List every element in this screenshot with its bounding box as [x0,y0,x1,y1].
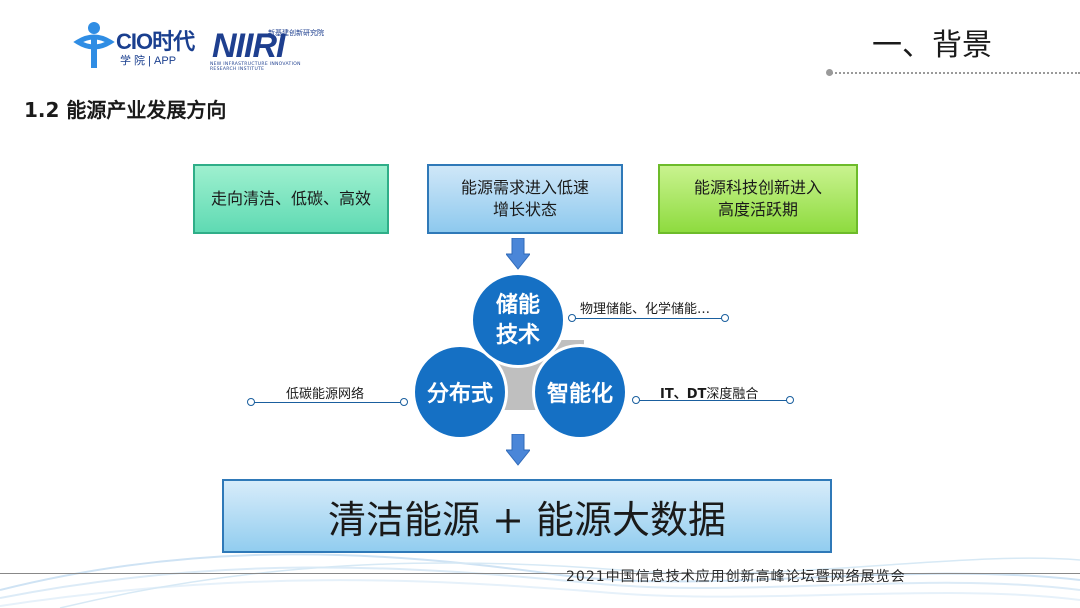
result-label: 清洁能源 + 能源大数据 [328,497,726,542]
annotation-distributed: 低碳能源网络 [286,387,365,402]
trend-box-clean-label: 走向清洁、低碳、高效 [210,189,371,208]
trend-box-demand: 能源需求进入低速 增长状态 [427,164,623,234]
connector-dot [786,396,794,404]
connector-dot [400,398,408,406]
circle-storage-line2: 技术 [495,322,540,348]
connector-dot [247,398,255,406]
trend-box-demand-line1: 能源需求进入低速 [460,178,589,197]
circle-intelligent-label: 智能化 [546,381,613,407]
circle-distributed-label: 分布式 [426,381,493,407]
section-title: 一、背景 [872,28,992,63]
niiri-logo-subtext: NEW INFRASTRUCTURE INNOVATION RESEARCH I… [210,62,301,72]
annotation-intelligent-bold: IT、DT [660,387,707,402]
down-arrow-icon [506,238,530,270]
annotation-intelligent-line [638,400,790,401]
footer-event-name: 2021中国信息技术应用创新高峰论坛暨网络展览会 [566,569,906,585]
annotation-storage-line [574,318,724,319]
trend-box-tech-line2: 高度活跃期 [717,200,798,219]
trend-box-tech-line1: 能源科技创新进入 [693,178,822,197]
niiri-logo-tag: 新基建创新研究院 [268,29,324,37]
footer-rule [0,573,1080,574]
niiri-logo-text: NIIRI [212,27,285,65]
annotation-intelligent-rest: 深度融合 [706,387,759,402]
slide-subtitle: 1.2 能源产业发展方向 [24,98,227,122]
result-box: 清洁能源 + 能源大数据 [222,479,832,553]
trend-box-clean: 走向清洁、低碳、高效 [193,164,389,234]
cio-logo-icon [73,22,115,68]
connector-dot [721,314,729,322]
connector-dot [568,314,576,322]
footer-wave-decoration [0,553,1080,608]
annotation-distributed-line [252,402,402,403]
connector-dot [632,396,640,404]
trend-box-demand-line2: 增长状态 [492,200,557,219]
trend-box-tech: 能源科技创新进入 高度活跃期 [658,164,858,234]
circle-storage: 储能 技术 [470,272,566,368]
annotation-intelligent: IT、DT深度融合 [660,383,758,402]
circle-intelligent: 智能化 [532,344,628,440]
cio-logo-text: CIO时代 [116,29,195,54]
circle-storage-line1: 储能 [495,292,540,318]
annotation-storage: 物理储能、化学储能… [580,302,711,317]
cio-logo-subtext: 学 院 | APP [120,55,177,67]
down-arrow-icon [506,434,530,466]
title-rule [828,72,1080,74]
